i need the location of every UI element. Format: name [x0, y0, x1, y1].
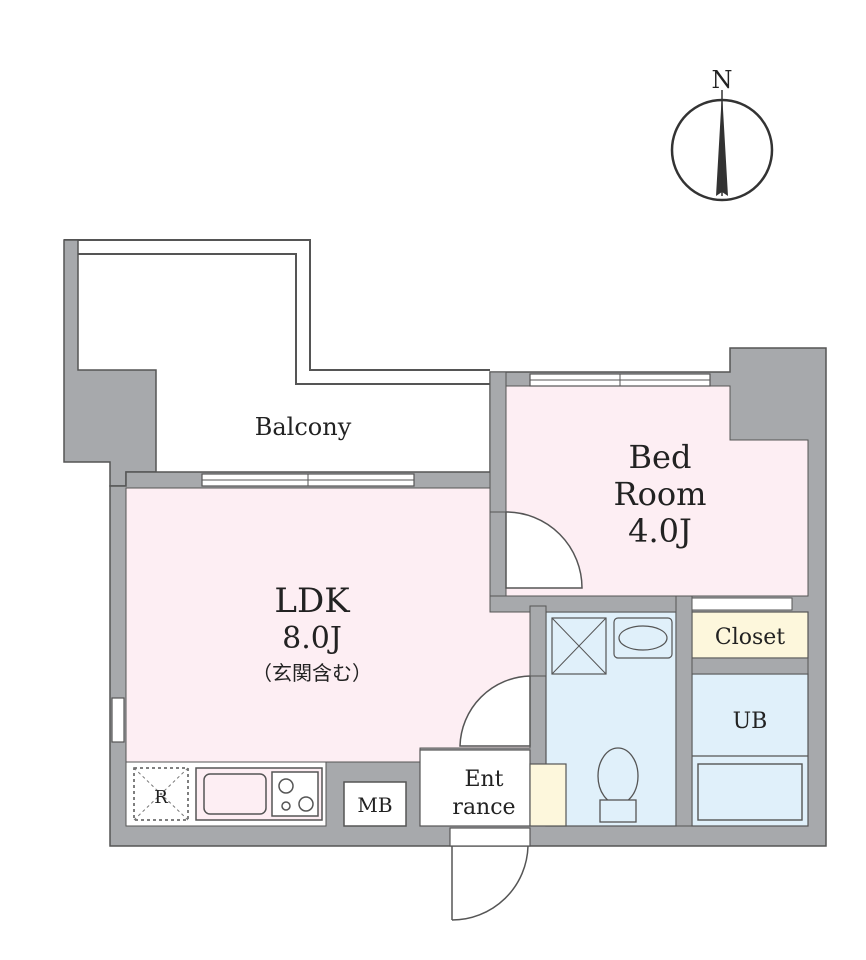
kitchen-area: R — [125, 761, 327, 827]
entrance-label-1: Ent — [464, 767, 503, 792]
bedroom-door-swing-icon — [505, 511, 583, 589]
compass: N — [670, 66, 774, 202]
bedroom: Bed Room 4.0J — [505, 385, 809, 597]
compass-label: N — [712, 66, 733, 94]
wash-basin-bowl — [618, 625, 668, 651]
ldk-label: LDK — [274, 581, 350, 621]
sink-basin — [203, 773, 267, 815]
wall-washroom-left — [529, 605, 547, 677]
meter-box: MB — [343, 781, 407, 827]
washroom-door-swing-icon — [459, 675, 531, 747]
unit-bath: UB — [691, 673, 809, 827]
windows — [111, 373, 711, 743]
bathtub-icon — [697, 763, 803, 821]
balcony-rail-inner — [78, 253, 490, 385]
ldk-size: 8.0J — [282, 621, 342, 656]
wall-closet-bath — [691, 657, 809, 675]
ldk-side-window — [111, 697, 125, 743]
washing-machine-diag-2 — [551, 617, 607, 675]
unit-bath-label: UB — [733, 709, 768, 734]
toilet-tank — [599, 799, 637, 823]
stove-burner-3 — [281, 801, 291, 811]
closet-rect — [691, 611, 809, 659]
partitions — [489, 371, 809, 827]
closet-door — [691, 597, 793, 611]
stove-burner-2 — [298, 796, 314, 812]
wall-ldk-bedroom — [489, 371, 507, 513]
washroom — [459, 611, 677, 827]
ldk-room: LDK 8.0J （玄関含む） — [125, 487, 531, 763]
meter-box-rect — [343, 781, 407, 827]
meter-box-label: MB — [357, 793, 392, 817]
toilet-bowl-icon — [597, 747, 639, 805]
closet: Closet — [691, 597, 809, 659]
balcony-label: Balcony — [255, 413, 352, 441]
refrigerator-diag-2 — [133, 767, 189, 821]
refrigerator-label: R — [154, 787, 168, 808]
entrance-floor — [419, 749, 531, 827]
balcony-rail-outer — [64, 239, 490, 371]
shoe-cabinet — [529, 763, 567, 827]
entrance: Ent rance — [419, 749, 567, 921]
wall-washroom-right — [675, 595, 693, 827]
bedroom-label-3: 4.0J — [628, 512, 692, 550]
entrance-label-2: rance — [452, 795, 515, 820]
stove-burner-1 — [278, 778, 294, 794]
entrance-door-frame — [449, 827, 531, 847]
balcony-area: Balcony — [63, 239, 490, 487]
wall-bedroom-bottom — [489, 595, 691, 613]
balcony-left-wall — [63, 239, 157, 487]
entrance-door-swing-icon — [451, 845, 529, 921]
closet-label: Closet — [715, 625, 785, 650]
bedroom-label-2: Room — [614, 475, 707, 513]
ldk-note: （玄関含む） — [252, 661, 372, 685]
bedroom-label-1: Bed — [629, 438, 692, 476]
